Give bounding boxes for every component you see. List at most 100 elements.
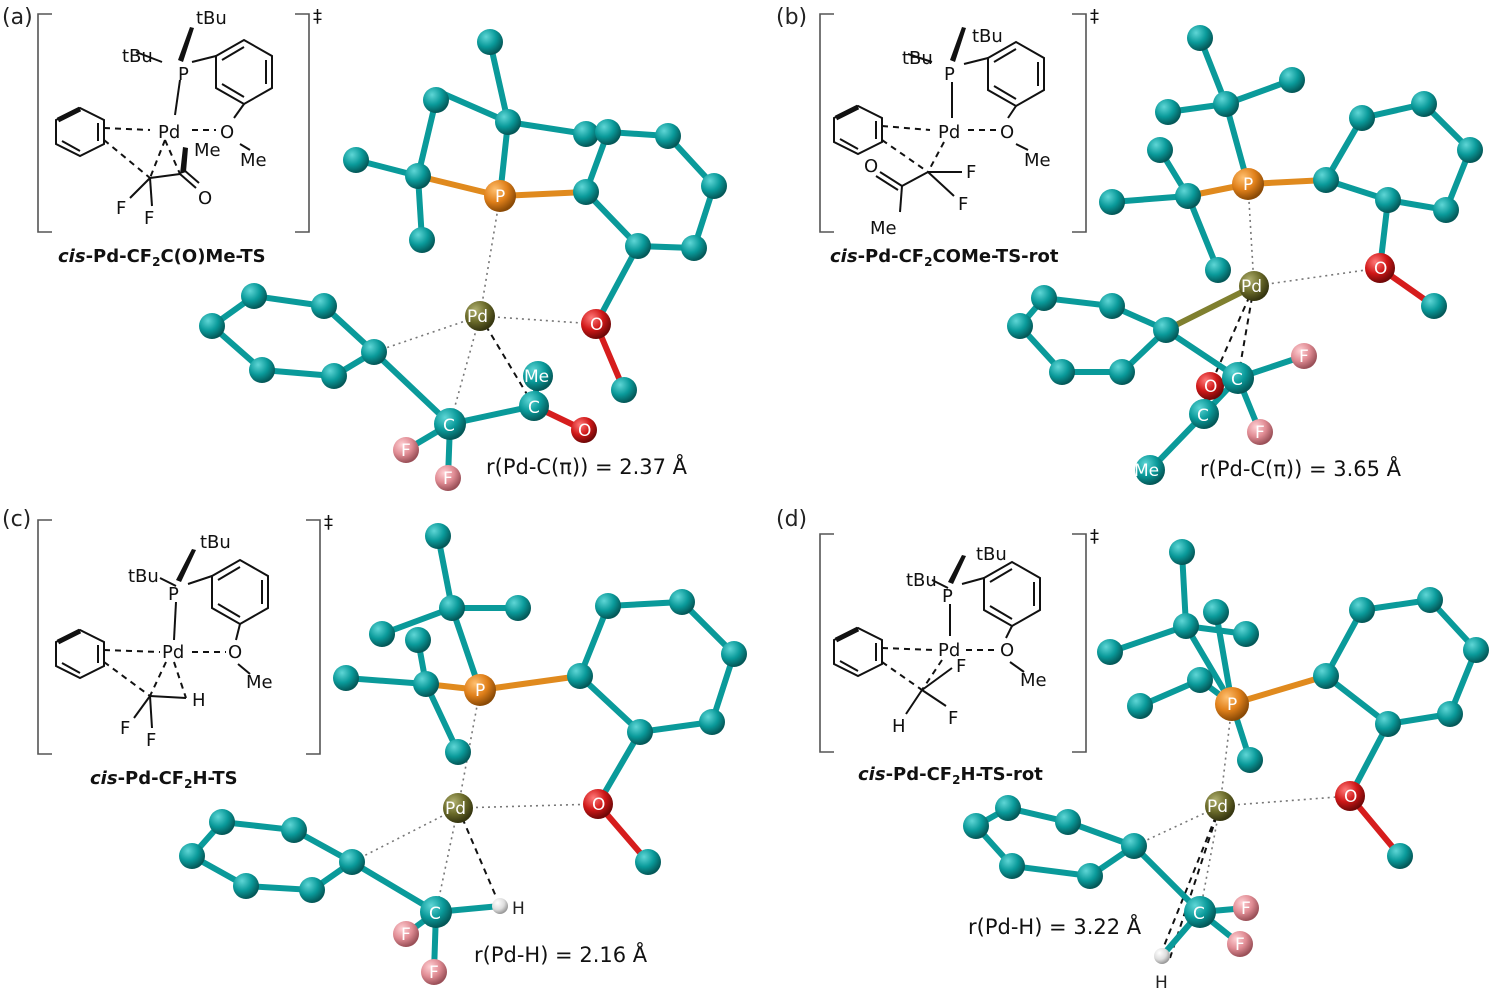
carbon-atom (963, 813, 989, 839)
carbon-atom (423, 87, 449, 113)
phosphorus-atom (1232, 168, 1264, 200)
molecular-model-3d: P Pd O C C Me O F F (1007, 25, 1483, 485)
carbon-atom (519, 391, 549, 421)
carbon-atom (1421, 293, 1447, 319)
transition-state-mark: ‡ (1090, 6, 1099, 27)
carbon-atom (1055, 809, 1081, 835)
pd-h-distance-line (1159, 805, 1221, 957)
oxygen-label: O (220, 122, 234, 143)
carbon-atom (1153, 317, 1179, 343)
carbon-atom (1411, 91, 1437, 117)
palladium-atom (465, 301, 495, 331)
oxygen-atom (581, 309, 611, 339)
oxygen-atom (1335, 781, 1365, 811)
atom-label-pd: Pd (467, 307, 488, 327)
pd-c-pi-distance-line (479, 315, 535, 407)
tbu-label: tBu (122, 46, 153, 67)
atom-label-pd: Pd (445, 799, 466, 819)
carbon-atom (1097, 639, 1123, 665)
methyl-label: Me (240, 150, 267, 171)
carbon-atom (1463, 637, 1489, 663)
carbon-atom (199, 313, 225, 339)
atom-label-pd: Pd (1207, 797, 1228, 817)
carbon-atom (1417, 587, 1443, 613)
atom-label-p: P (475, 681, 485, 701)
distance-label: r(Pd-H) = 2.16 Å (474, 941, 648, 967)
carbon-atom (1135, 455, 1165, 485)
atom-label-f: F (429, 963, 439, 983)
carbon-atom (1222, 362, 1254, 394)
carbon-atom (249, 357, 275, 383)
atom-label-f: F (443, 469, 453, 489)
carbon-atom (445, 739, 471, 765)
atom-label-o: O (590, 315, 603, 335)
carbon-atom (1279, 67, 1305, 93)
fluorine-atom (393, 437, 419, 463)
palladium-label: Pd (938, 122, 960, 143)
molecular-model-3d: P Pd O C C Me O F F (199, 29, 727, 491)
carbon-atom (681, 235, 707, 261)
atom-label-h: H (1155, 973, 1168, 993)
carbon-atom (995, 795, 1021, 821)
chemical-structure-2d: tBu tBu P Pd O Me H F F (55, 532, 273, 751)
atom-label-f: F (1299, 347, 1309, 367)
carbon-atom (655, 123, 681, 149)
oxygen-atom (583, 789, 613, 819)
atom-label-me: Me (524, 367, 549, 387)
carbon-atom (1375, 187, 1401, 213)
atom-label-f: F (1235, 935, 1245, 955)
atom-label-c: C (528, 398, 540, 418)
palladium-label: Pd (162, 642, 184, 663)
carbon-atom (495, 109, 521, 135)
hydrogen-atom (492, 898, 508, 914)
atom-label-c: C (429, 904, 441, 924)
carbon-atom (233, 873, 259, 899)
fluorine-atom (1227, 931, 1253, 957)
carbon-atom (1155, 99, 1181, 125)
carbon-atom (611, 377, 637, 403)
carbon-atom (405, 627, 431, 653)
chemical-structure-2d: tBu tBu P Pd O Me Me O F F (55, 8, 273, 229)
carbon-atom (1109, 359, 1135, 385)
weak-interaction-lines (373, 195, 597, 425)
panel-b: (b) ‡ tBu tBu (776, 5, 1483, 485)
structure-bracket (819, 533, 1087, 753)
atom-label-c: C (443, 416, 455, 436)
atom-label-me: Me (1134, 461, 1159, 481)
oxygen-label: O (228, 642, 242, 663)
carbon-atom (635, 849, 661, 875)
methyl-label: Me (1024, 150, 1051, 171)
phosphorus-label: P (944, 64, 955, 85)
structure-bracket (37, 13, 310, 233)
transition-state-mark: ‡ (313, 6, 322, 27)
carbon-atom (625, 233, 651, 259)
fluorine-atom (393, 921, 419, 947)
chemical-structure-2d: tBu tBu P Pd O Me Me O F F (833, 26, 1051, 239)
palladium-atom (443, 793, 473, 823)
carbon-atom (241, 283, 267, 309)
tbu-label: tBu (902, 48, 933, 69)
structure-caption: cis-Pd-CF2H-TS (90, 768, 238, 791)
panel-letter: (b) (776, 5, 807, 30)
chemical-structure-2d: tBu tBu P Pd O Me H F F (833, 544, 1047, 737)
carbon-atom (1237, 747, 1263, 773)
atom-label-c: C (1193, 904, 1205, 924)
atoms (199, 29, 727, 491)
hydrogen-label: H (892, 716, 906, 737)
carbon-atom (434, 408, 466, 440)
carbon-atom (1349, 105, 1375, 131)
carbon-atom (627, 719, 653, 745)
carbon-atom (1187, 25, 1213, 51)
carbon-atom (999, 853, 1025, 879)
phosphorus-label: P (168, 584, 179, 605)
carbon-atom (1437, 701, 1463, 727)
carbon-atom (1349, 597, 1375, 623)
carbon-atom (339, 849, 365, 875)
tbu-label: tBu (906, 570, 937, 591)
bonds (207, 39, 718, 481)
oxygen-atom (1196, 372, 1224, 400)
phosphorus-atom (484, 180, 516, 212)
tbu-label: tBu (200, 532, 231, 553)
distance-label: r(Pd-H) = 3.22 Å (968, 913, 1142, 939)
fluorine-label: F (120, 718, 130, 739)
